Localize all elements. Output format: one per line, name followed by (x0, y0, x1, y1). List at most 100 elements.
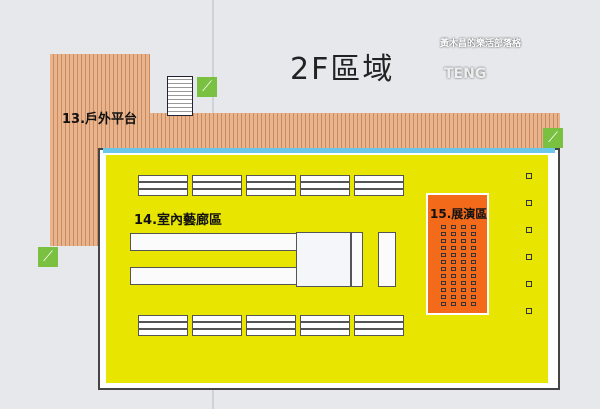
seat (441, 246, 446, 250)
seat (461, 225, 466, 229)
column-marker (526, 254, 532, 260)
seat (441, 253, 446, 257)
seat (441, 274, 446, 278)
display-rack (354, 182, 404, 189)
display-rack (138, 315, 188, 322)
seat (451, 274, 456, 278)
display-rack (192, 329, 242, 336)
seat (461, 260, 466, 264)
seat (451, 246, 456, 250)
seat (471, 288, 476, 292)
display-wall (378, 232, 396, 287)
display-rack (246, 182, 296, 189)
seat (451, 225, 456, 229)
seat (441, 281, 446, 285)
seat (441, 232, 446, 236)
column-marker (526, 227, 532, 233)
display-rack (246, 322, 296, 329)
area-label-stage: 15.展演區 (430, 207, 488, 221)
seat (451, 302, 456, 306)
watermark-blog-name: 黃木昌的樂活部落格 (440, 39, 522, 49)
display-rack (138, 182, 188, 189)
display-rack (300, 189, 350, 196)
seat (451, 253, 456, 257)
seat (471, 246, 476, 250)
column-marker (526, 173, 532, 179)
glass-wall (103, 148, 555, 153)
display-rack (246, 189, 296, 196)
display-rack (354, 322, 404, 329)
outdoor-terrace-strip (150, 113, 560, 150)
display-rack (300, 322, 350, 329)
display-rack (192, 322, 242, 329)
seat (471, 302, 476, 306)
seat (461, 295, 466, 299)
area-label-gallery: 14.室內藝廊區 (134, 213, 223, 228)
atrium-skylight (296, 232, 351, 287)
display-rack (354, 329, 404, 336)
display-rack (192, 175, 242, 182)
seat (451, 295, 456, 299)
seat (451, 267, 456, 271)
display-rack (300, 182, 350, 189)
floor-title: 2F區域 (290, 52, 395, 87)
display-rack (354, 315, 404, 322)
display-rack (354, 189, 404, 196)
display-rack (246, 315, 296, 322)
area-label-terrace: 13.戶外平台 (62, 112, 138, 127)
stairs-icon: ⟋ (38, 247, 58, 267)
display-rack (300, 329, 350, 336)
seat (461, 288, 466, 292)
display-rack (138, 189, 188, 196)
seat (441, 288, 446, 292)
display-rack (192, 189, 242, 196)
seat (441, 225, 446, 229)
seat (471, 239, 476, 243)
seat (471, 232, 476, 236)
stairs-icon: ⟋ (197, 77, 217, 97)
performance-area: 15.展演區 (426, 193, 489, 315)
display-rack (138, 322, 188, 329)
seat (471, 253, 476, 257)
watermark-brand: TENG (444, 66, 487, 82)
seat (451, 232, 456, 236)
display-wall (130, 267, 298, 285)
display-rack (300, 315, 350, 322)
seat (461, 274, 466, 278)
stairs-icon: ⟋ (543, 128, 563, 148)
seat (451, 288, 456, 292)
seat (471, 267, 476, 271)
seat (441, 239, 446, 243)
seat (461, 281, 466, 285)
seat (441, 260, 446, 264)
seat (471, 225, 476, 229)
display-wall (351, 232, 363, 287)
display-rack (192, 315, 242, 322)
seat (451, 281, 456, 285)
seat (471, 295, 476, 299)
seat (441, 267, 446, 271)
display-rack (246, 175, 296, 182)
seat (461, 253, 466, 257)
seat (441, 302, 446, 306)
seat (461, 239, 466, 243)
display-rack (138, 329, 188, 336)
seat (471, 281, 476, 285)
seat (461, 246, 466, 250)
staircase (167, 76, 193, 116)
seat (471, 274, 476, 278)
seat (471, 260, 476, 264)
display-rack (192, 182, 242, 189)
seat (461, 232, 466, 236)
display-rack (246, 329, 296, 336)
seat (451, 239, 456, 243)
seat (441, 295, 446, 299)
seat (461, 302, 466, 306)
seat (461, 267, 466, 271)
seat (451, 260, 456, 264)
column-marker (526, 308, 532, 314)
column-marker (526, 281, 532, 287)
display-rack (138, 175, 188, 182)
display-rack (354, 175, 404, 182)
display-wall (130, 233, 298, 251)
